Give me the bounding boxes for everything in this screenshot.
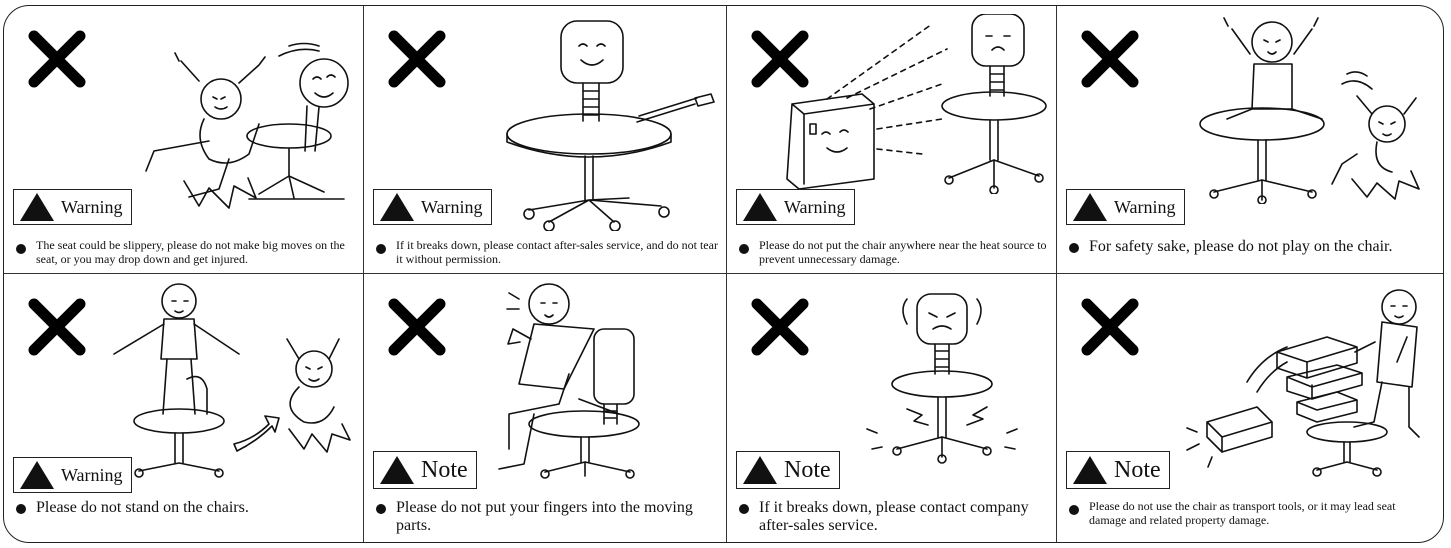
badge-label: Note xyxy=(421,457,468,483)
panel-heat-source: Warning Please do not put the chair anyw… xyxy=(727,6,1057,274)
badge-label: Note xyxy=(784,457,831,483)
panel-no-transport: Note Please do not use the chair as tran… xyxy=(1057,274,1443,542)
instruction: Please do not put the chair anywhere nea… xyxy=(739,238,1048,267)
badge-label: Warning xyxy=(1114,197,1176,217)
badge-label: Warning xyxy=(61,465,123,485)
bullet-icon xyxy=(1069,243,1079,253)
instruction: Please do not stand on the chairs. xyxy=(16,499,355,517)
instruction: For safety sake, please do not play on t… xyxy=(1069,238,1435,256)
warning-triangle-icon xyxy=(743,193,777,221)
warning-triangle-icon xyxy=(743,456,777,484)
note-badge: Note xyxy=(736,451,840,489)
bullet-icon xyxy=(376,244,386,254)
badge-label: Warning xyxy=(421,197,483,217)
bullet-icon xyxy=(16,244,26,254)
prohibited-x-icon xyxy=(388,30,446,88)
instruction-text: Please do not use the chair as transport… xyxy=(1089,499,1396,527)
warning-badge: Warning xyxy=(1066,189,1185,225)
instruction-text: If it breaks down, please contact compan… xyxy=(759,499,1029,535)
panel-no-disassembly: Warning If it breaks down, please contac… xyxy=(364,6,727,274)
prohibited-x-icon xyxy=(1081,298,1139,356)
instruction-text: For safety sake, please do not play on t… xyxy=(1089,238,1393,255)
warning-badge: Warning xyxy=(373,189,492,225)
prohibited-x-icon xyxy=(28,30,86,88)
child-carrying-boxes-on-chair-illustration xyxy=(1186,289,1420,477)
bullet-icon xyxy=(16,504,26,514)
children-playing-on-chair-illustration xyxy=(1199,17,1420,204)
prohibited-x-icon xyxy=(751,30,809,88)
bullet-icon xyxy=(739,244,749,254)
warning-triangle-icon xyxy=(380,456,414,484)
badge-label: Warning xyxy=(784,197,846,217)
child-fingers-in-chair-illustration xyxy=(498,283,640,479)
bullet-icon xyxy=(376,504,386,514)
note-badge: Note xyxy=(373,451,477,489)
instruction: If it breaks down, please contact compan… xyxy=(739,499,1048,536)
prohibited-x-icon xyxy=(751,298,809,356)
prohibited-x-icon xyxy=(1081,30,1139,88)
panel-slippery-seat: Warning The seat could be slippery, plea… xyxy=(4,6,364,274)
prohibited-x-icon xyxy=(388,298,446,356)
chair-with-screwdriver-illustration xyxy=(506,20,715,231)
instruction: Please do not use the chair as transport… xyxy=(1069,499,1435,528)
instruction-text: The seat could be slippery, please do no… xyxy=(36,238,345,266)
warning-badge: Warning xyxy=(736,189,855,225)
note-badge: Note xyxy=(1066,451,1170,489)
warning-triangle-icon xyxy=(20,193,54,221)
warning-badge: Warning xyxy=(13,457,132,493)
bullet-icon xyxy=(739,504,749,514)
panel-no-standing: Warning Please do not stand on the chair… xyxy=(4,274,364,542)
warning-badge: Warning xyxy=(13,189,132,225)
instruction: If it breaks down, please contact after-… xyxy=(376,238,718,267)
badge-label: Note xyxy=(1114,457,1161,483)
panel-contact-service: Note If it breaks down, please contact c… xyxy=(727,274,1057,542)
instruction-text: Please do not put your fingers into the … xyxy=(396,499,693,535)
broken-chair-illustration xyxy=(866,293,1018,464)
chair-near-heater-illustration xyxy=(786,14,1047,194)
warning-triangle-icon xyxy=(20,461,54,489)
child-falling-off-chair-illustration xyxy=(145,42,349,209)
instruction-text: Please do not stand on the chairs. xyxy=(36,499,249,516)
warning-triangle-icon xyxy=(1073,193,1107,221)
instruction: Please do not put your fingers into the … xyxy=(376,499,718,536)
instruction: The seat could be slippery, please do no… xyxy=(16,238,355,267)
warning-triangle-icon xyxy=(1073,456,1107,484)
bullet-icon xyxy=(1069,505,1079,515)
prohibited-x-icon xyxy=(28,298,86,356)
child-standing-on-chair-illustration xyxy=(113,283,351,478)
safety-instructions-sheet: Warning The seat could be slippery, plea… xyxy=(3,5,1444,543)
badge-label: Warning xyxy=(61,197,123,217)
instruction-text: If it breaks down, please contact after-… xyxy=(396,238,718,266)
instruction-text: Please do not put the chair anywhere nea… xyxy=(759,238,1047,266)
warning-triangle-icon xyxy=(380,193,414,221)
panel-moving-parts: Note Please do not put your fingers into… xyxy=(364,274,727,542)
panel-no-playing: Warning For safety sake, please do not p… xyxy=(1057,6,1443,274)
